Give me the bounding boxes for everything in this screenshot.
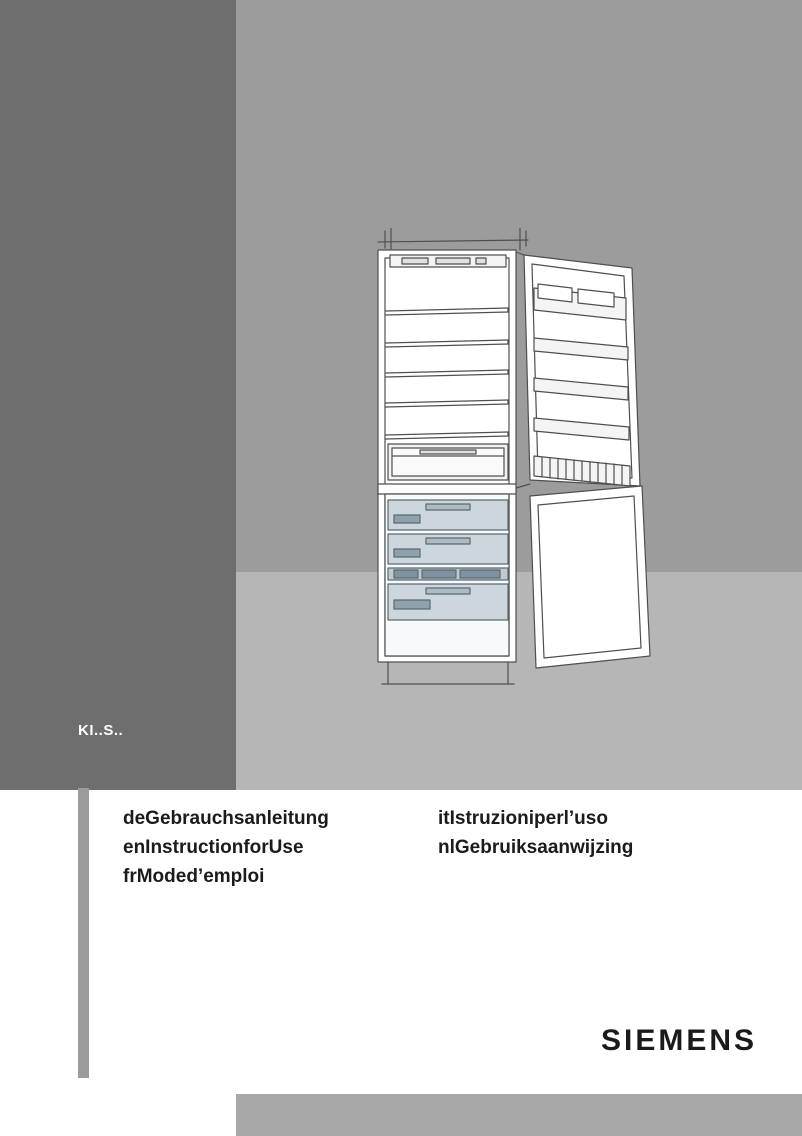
light-gray-band [236, 572, 802, 790]
language-entry-en: enInstructionforUse [123, 837, 304, 858]
upper-gray-area [236, 0, 802, 572]
left-accent-bar [78, 788, 89, 1078]
language-entry-nl: nlGebruiksaanwijzing [438, 837, 634, 858]
language-entry-de: deGebrauchsanleitung [123, 808, 329, 829]
language-list-right: itIstruzioniperl’uso nlGebruiksaanwijzin… [438, 804, 633, 862]
left-dark-panel [0, 0, 236, 790]
bottom-gray-strip [236, 1094, 802, 1136]
siemens-logo: SIEMENS [600, 1024, 757, 1057]
language-entry-it: itIstruzioniperl’uso [438, 808, 608, 829]
refrigerator-illustration [377, 228, 651, 685]
model-number-label: KI..S.. [78, 722, 124, 739]
language-entry-fr: frModed’emploi [123, 866, 265, 887]
language-list-left: deGebrauchsanleitung enInstructionforUse… [123, 804, 329, 891]
